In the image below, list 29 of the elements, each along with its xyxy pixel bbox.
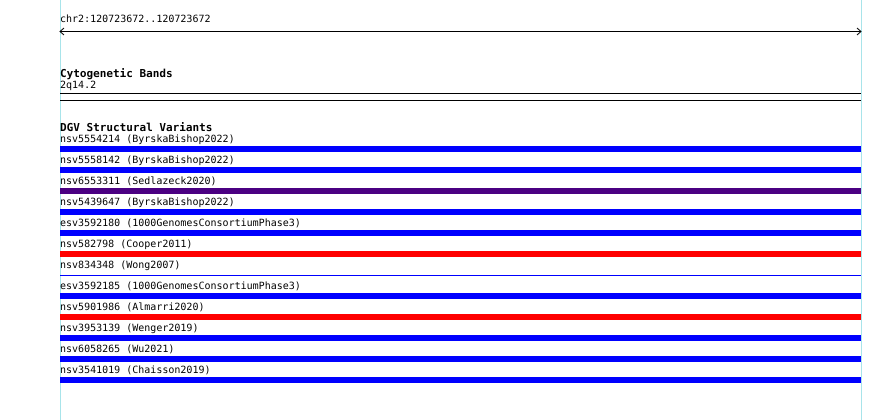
variant-label: nsv5558142 (ByrskaBishop2022) [60,155,235,167]
variant-feature [60,134,861,152]
variant-label: esv3592185 (1000GenomesConsortiumPhase3) [60,281,301,293]
variant-feature [60,176,861,194]
variant-feature [60,218,861,236]
variant-label: nsv5554214 (ByrskaBishop2022) [60,134,235,146]
variant-feature [60,155,861,173]
variant-label: nsv834348 (Wong2007) [60,260,180,272]
variant-feature [60,344,861,362]
variant-label: esv3592180 (1000GenomesConsortiumPhase3) [60,218,301,230]
variant-label: nsv5439647 (ByrskaBishop2022) [60,197,235,209]
band-label: 2q14.2 [60,80,96,92]
track-title: Cytogenetic Bands [60,68,173,80]
variant-label: nsv6553311 (Sedlazeck2020) [60,176,217,188]
coordinate-label: chr2:120723672..120723672 [60,14,211,26]
variant-feature [60,302,861,320]
variant-feature [60,239,861,257]
variant-label: nsv582798 (Cooper2011) [60,239,192,251]
variant-feature [60,197,861,215]
variant-feature [60,260,861,276]
variant-feature [60,365,861,383]
track-title: DGV Structural Variants [60,122,212,134]
variant-label: nsv5901986 (Almarri2020) [60,302,204,314]
variant-feature [60,281,861,299]
variant-label: nsv3541019 (Chaisson2019) [60,365,211,377]
variant-label: nsv3953139 (Wenger2019) [60,323,198,335]
variant-feature [60,323,861,341]
variant-label: nsv6058265 (Wu2021) [60,344,174,356]
cytoband-feature [60,80,861,94]
